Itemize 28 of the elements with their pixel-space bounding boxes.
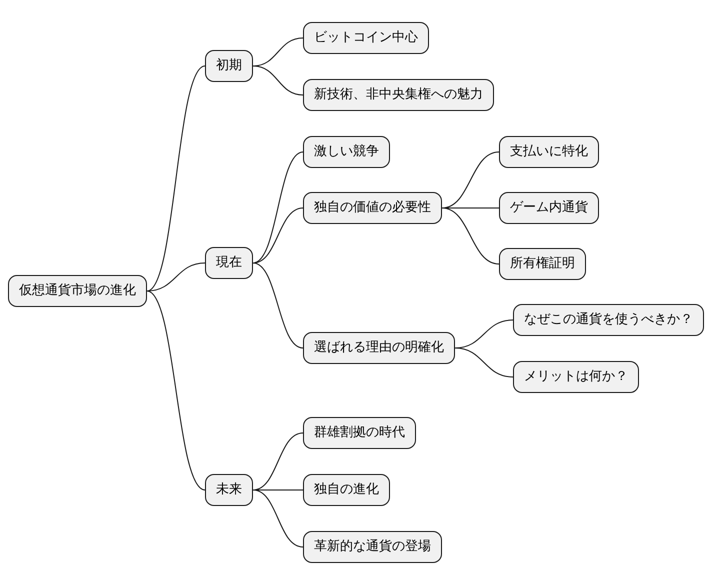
connector-line (252, 208, 304, 264)
topic-box: 新技術、非中央集権への魅力 (303, 79, 494, 111)
connector-line (252, 66, 304, 96)
topic-box: なぜこの通貨を使うべきか？ (513, 304, 704, 336)
topic-box: 所有権証明 (499, 248, 586, 280)
connector-line (146, 66, 206, 292)
topic-box: 独自の価値の必要性 (303, 192, 442, 224)
connector-line (146, 290, 206, 490)
topic-box: ゲーム内通貨 (499, 192, 599, 224)
topic-box: メリットは何か？ (513, 361, 639, 393)
topic-box: 現在 (205, 247, 253, 279)
connector-line (252, 152, 304, 264)
topic-box: 革新的な通貨の登場 (303, 531, 442, 563)
topic-box: 仮想通貨市場の進化 (8, 275, 147, 307)
topic-box: 初期 (205, 50, 253, 82)
topic-box: 未来 (205, 474, 253, 506)
connector-line (252, 490, 304, 548)
topic-box: 激しい競争 (303, 136, 390, 168)
topic-box: 独自の進化 (303, 474, 390, 506)
topic-box: 群雄割拠の時代 (303, 417, 416, 449)
connector-line (454, 348, 514, 378)
connector-line (146, 262, 206, 292)
topic-box: 選ばれる理由の明確化 (303, 332, 455, 364)
topic-box: ビットコイン中心 (303, 22, 429, 54)
connector-line (252, 432, 304, 490)
topic-box: 支払いに特化 (499, 136, 599, 168)
connector-line (252, 262, 304, 348)
connector-line (442, 208, 500, 264)
